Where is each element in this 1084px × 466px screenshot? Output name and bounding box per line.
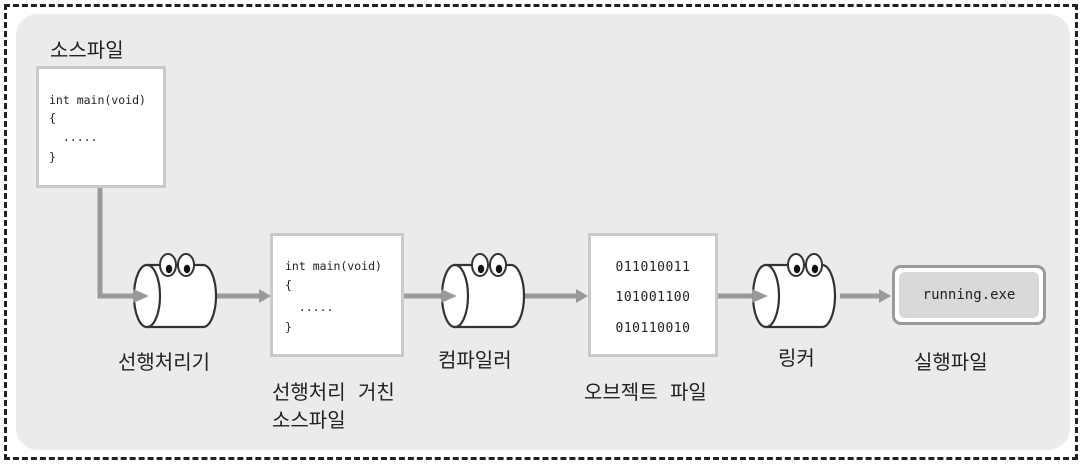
binary-line: 011010011: [615, 260, 691, 275]
code-line: int main(void): [285, 259, 382, 273]
binary-line: 101001100: [615, 290, 691, 305]
executable-file-name: running.exe: [899, 272, 1039, 318]
code-line: }: [285, 320, 292, 334]
code-line: {: [49, 111, 56, 125]
object-file-box: 011010011 101001100 010110010: [588, 233, 718, 357]
executable-box: running.exe: [892, 265, 1046, 325]
linker-label: 링커: [778, 346, 815, 370]
code-line: .....: [285, 300, 334, 314]
code-line: .....: [49, 130, 98, 144]
arrowhead-icon: [259, 289, 271, 303]
source-file-box: int main(void) { ..... }: [36, 66, 166, 188]
executable-label: 실행파일: [914, 350, 988, 374]
preprocessed-file-label-line2: 소스파일: [272, 408, 346, 432]
source-file-title: 소스파일: [50, 38, 124, 62]
preprocessor-label: 선행처리기: [118, 350, 210, 374]
preprocessed-file-label-line1: 선행처리 거친: [272, 380, 395, 404]
arrowhead-icon: [879, 289, 891, 303]
preprocessed-file-box: int main(void) { ..... }: [270, 233, 404, 357]
arrowhead-icon: [576, 289, 588, 303]
code-line: int main(void): [49, 93, 146, 107]
binary-line: 010110010: [615, 321, 691, 336]
diagram-panel: [16, 14, 1070, 450]
code-line: {: [285, 278, 292, 292]
linker-cylinder-icon: [751, 253, 837, 329]
code-line: }: [49, 150, 56, 164]
connector-source-to-preprocessor: [97, 188, 138, 299]
compiler-cylinder-icon: [440, 253, 526, 329]
diagram-frame: [4, 4, 1078, 460]
preprocessor-cylinder-icon: [132, 253, 218, 329]
object-file-label: 오브젝트 파일: [584, 380, 707, 404]
compiler-label: 컴파일러: [438, 348, 512, 372]
